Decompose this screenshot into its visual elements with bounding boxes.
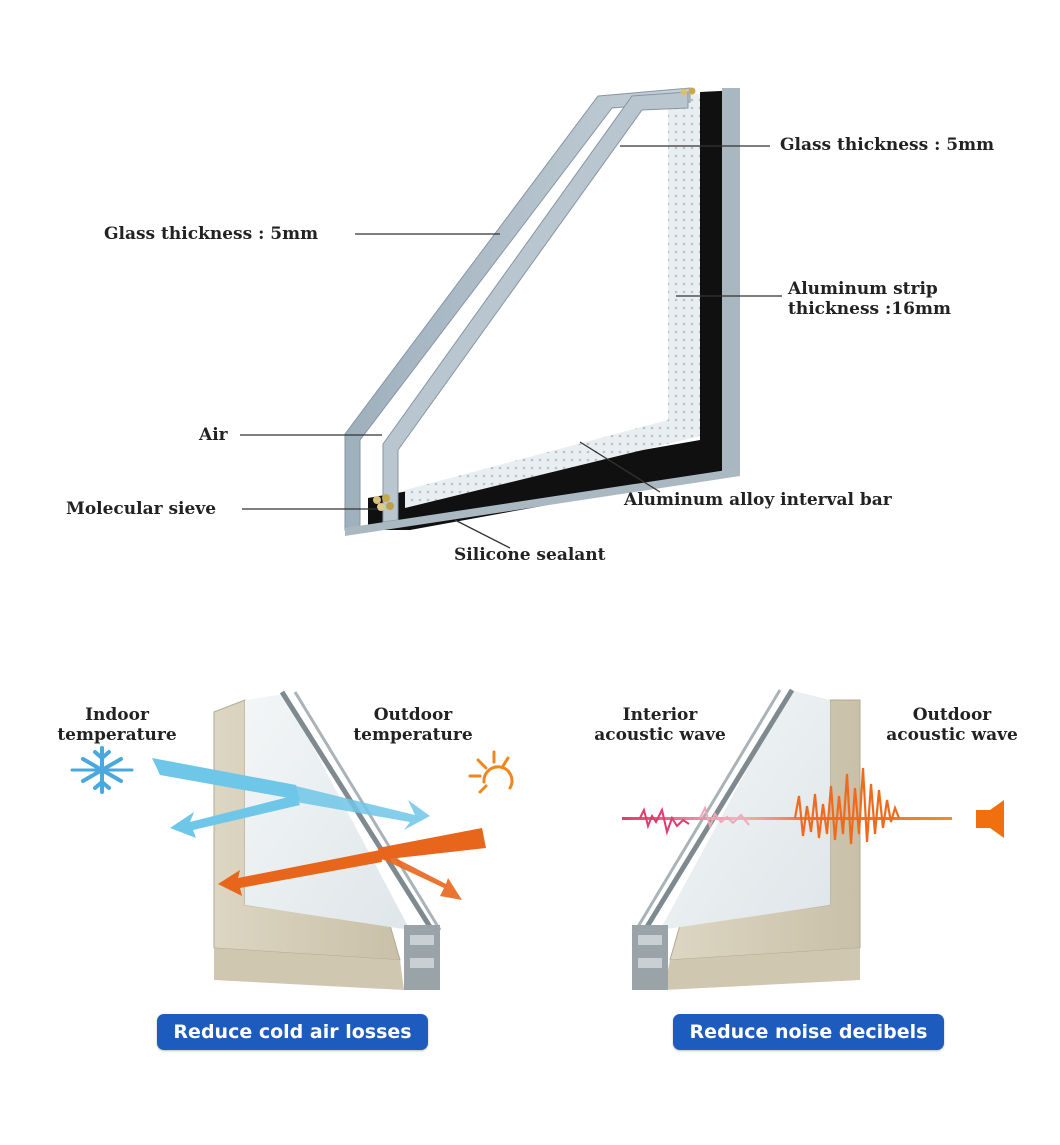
label-outdoor-acoustic-wave: Outdoor acoustic wave bbox=[874, 705, 1030, 745]
cold-air-arrows bbox=[152, 758, 430, 838]
label-indoor-line2: temperature bbox=[57, 725, 177, 745]
insulated-glass-diagram bbox=[240, 87, 782, 549]
sun-icon bbox=[468, 750, 514, 794]
reduce-noise-decibels-button[interactable]: Reduce noise decibels bbox=[673, 1014, 944, 1050]
label-interior-acoustic-wave: Interior acoustic wave bbox=[585, 705, 735, 745]
label-air: Air bbox=[199, 425, 228, 445]
label-aluminum-strip-line1: Aluminum strip bbox=[788, 279, 938, 299]
acoustic-waveform bbox=[622, 767, 952, 845]
inner-glass-pane bbox=[382, 91, 689, 523]
snowflake-icon bbox=[70, 746, 134, 794]
label-indoor-line1: Indoor bbox=[85, 705, 149, 725]
label-molecular-sieve: Molecular sieve bbox=[66, 499, 217, 519]
leader-interval-bar bbox=[579, 441, 661, 493]
leader-silicone-sealant bbox=[454, 519, 511, 549]
label-interior-line1: Interior bbox=[622, 705, 698, 725]
silicone-sealant-shape bbox=[368, 90, 740, 530]
label-outdoor-temp-line2: temperature bbox=[353, 725, 473, 745]
speaker-icon bbox=[976, 800, 1004, 838]
reduce-cold-air-losses-button[interactable]: Reduce cold air losses bbox=[157, 1014, 428, 1050]
interval-bar-shape bbox=[405, 420, 700, 508]
warm-air-arrows bbox=[218, 828, 486, 900]
label-outdoor-temp-line1: Outdoor bbox=[373, 705, 453, 725]
label-indoor-temperature: Indoor temperature bbox=[52, 705, 182, 745]
label-outdoor-wave-line1: Outdoor bbox=[912, 705, 992, 725]
right-window-corner bbox=[632, 688, 861, 990]
aluminum-strip-shape bbox=[668, 94, 700, 424]
molecular-sieve-beads bbox=[373, 87, 696, 511]
label-interval-bar: Aluminum alloy interval bar bbox=[624, 490, 892, 510]
label-interior-line2: acoustic wave bbox=[594, 725, 726, 745]
label-outdoor-temperature: Outdoor temperature bbox=[342, 705, 484, 745]
label-aluminum-strip-line2: thickness :16mm bbox=[788, 299, 951, 319]
label-glass-thickness-left: Glass thickness : 5mm bbox=[104, 224, 319, 244]
label-glass-thickness-right: Glass thickness : 5mm bbox=[780, 135, 995, 155]
label-outdoor-wave-line2: acoustic wave bbox=[886, 725, 1018, 745]
label-silicone-sealant: Silicone sealant bbox=[454, 545, 606, 565]
